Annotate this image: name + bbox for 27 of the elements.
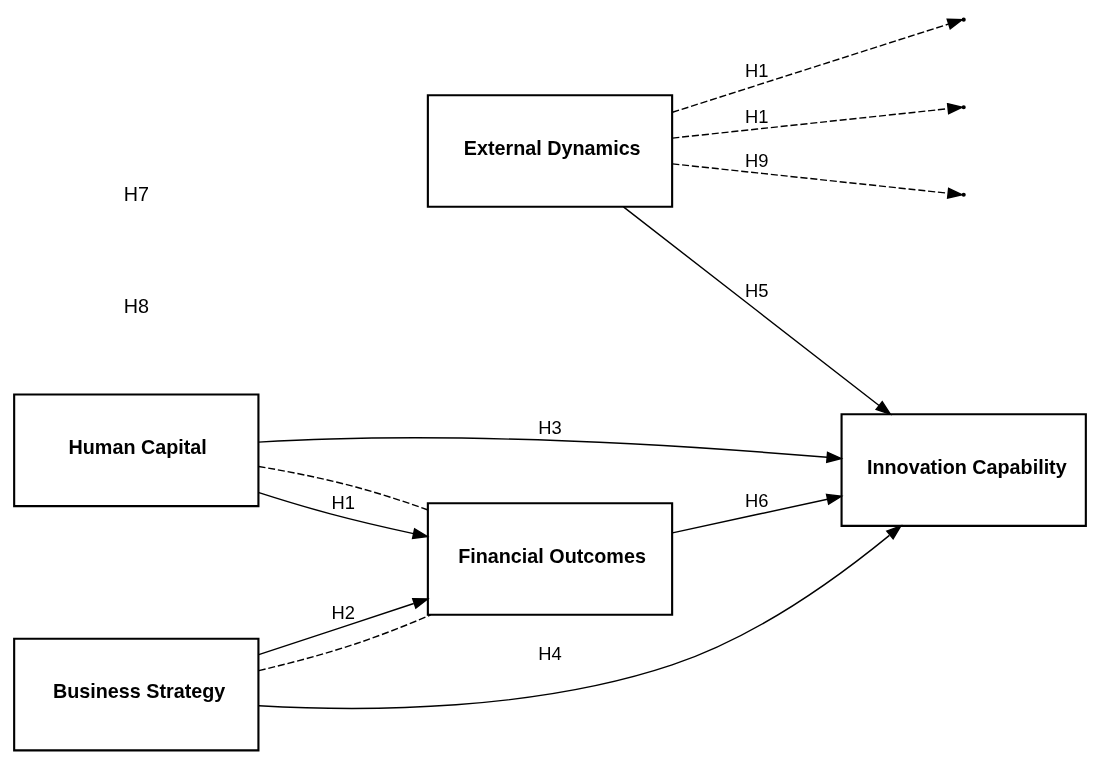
connector	[257, 465, 429, 511]
edge-label: H1	[745, 59, 769, 81]
edge-label: H9	[745, 150, 769, 172]
arrow	[257, 437, 844, 464]
edge-label: H6	[745, 490, 769, 512]
edge-label: H5	[745, 279, 769, 301]
label: H7	[123, 183, 149, 206]
node-box: External Dynamics	[426, 94, 674, 208]
arrow	[671, 18, 965, 113]
arrow	[622, 206, 893, 416]
arrow	[671, 102, 965, 139]
edge-label: H1	[331, 491, 355, 513]
edge-label: H4	[538, 642, 562, 664]
label: H8	[123, 294, 149, 317]
edge-label: H2	[331, 601, 355, 623]
node-box: Human Capital	[13, 393, 260, 508]
arrow	[258, 524, 903, 710]
node-box: Financial Outcomes	[426, 502, 674, 616]
connector	[258, 614, 432, 672]
arrow	[258, 491, 430, 540]
node-box: Innovation Capability	[840, 413, 1087, 527]
node-box: Business Strategy	[13, 637, 260, 752]
arrow	[671, 163, 965, 200]
edge-label: H3	[538, 416, 562, 438]
arrow	[258, 597, 430, 656]
arrow	[671, 493, 844, 534]
edge-label: H1	[745, 106, 769, 128]
